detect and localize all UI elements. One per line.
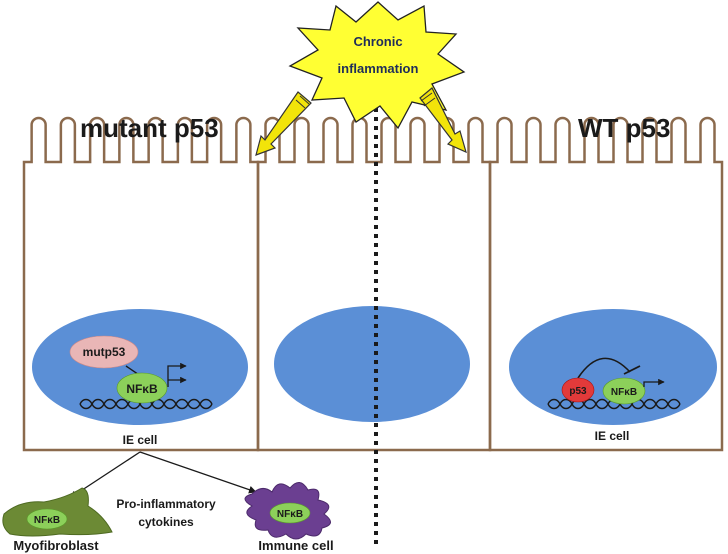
stimulus-label-line2: inflammation (338, 61, 419, 76)
transcription-arrows-left (167, 362, 187, 387)
myofibroblast-nfkb (26, 508, 68, 530)
myofibroblast-label: Myofibroblast (13, 538, 99, 553)
arrow-to-left-cell (255, 91, 312, 156)
mutp53-label: mutp53 (83, 345, 126, 359)
cytokines-label-line1: Pro-inflammatory (116, 497, 216, 511)
p53-protein (561, 377, 595, 403)
inhibition-arc (577, 357, 631, 379)
inhibition-bar (623, 365, 641, 375)
p53-label: p53 (569, 386, 587, 397)
cell-outline-left (22, 116, 260, 452)
dna-left-b (79, 403, 213, 410)
mutp53-protein (69, 335, 139, 369)
transcription-arrow-right (643, 378, 665, 387)
nfkb-left (116, 372, 168, 404)
inflammation-burst (288, 1, 466, 130)
nucleus-left (32, 309, 248, 425)
right-cell-label: IE cell (595, 429, 630, 443)
left-title: mutant p53 (80, 113, 219, 143)
arrow-to-right-cell (419, 87, 467, 154)
immune-cell-nfkb (269, 502, 311, 524)
nfkb-right-label: NFκB (611, 387, 637, 398)
cell-outline-middle (256, 116, 492, 452)
nucleus-right (509, 309, 717, 425)
cell-outline-right (488, 116, 724, 452)
nfkb-left-label: NFκB (126, 382, 158, 396)
nucleus-middle (274, 306, 470, 422)
immune-cell-nfkb-label: NFκB (277, 509, 303, 520)
right-title: WT p53 (578, 113, 670, 143)
epithelial-cells (22, 116, 724, 452)
stimulus-label-line1: Chronic (353, 34, 402, 49)
dna-right-b (547, 403, 681, 410)
nfkb-right (602, 377, 646, 405)
immune-cell-label: Immune cell (258, 538, 333, 553)
myofibroblast-nfkb-label: NFκB (34, 515, 60, 526)
cytokines-label-line2: cytokines (138, 515, 194, 529)
left-cell-label: IE cell (123, 433, 158, 447)
arrow-to-immune-cell (139, 451, 257, 494)
